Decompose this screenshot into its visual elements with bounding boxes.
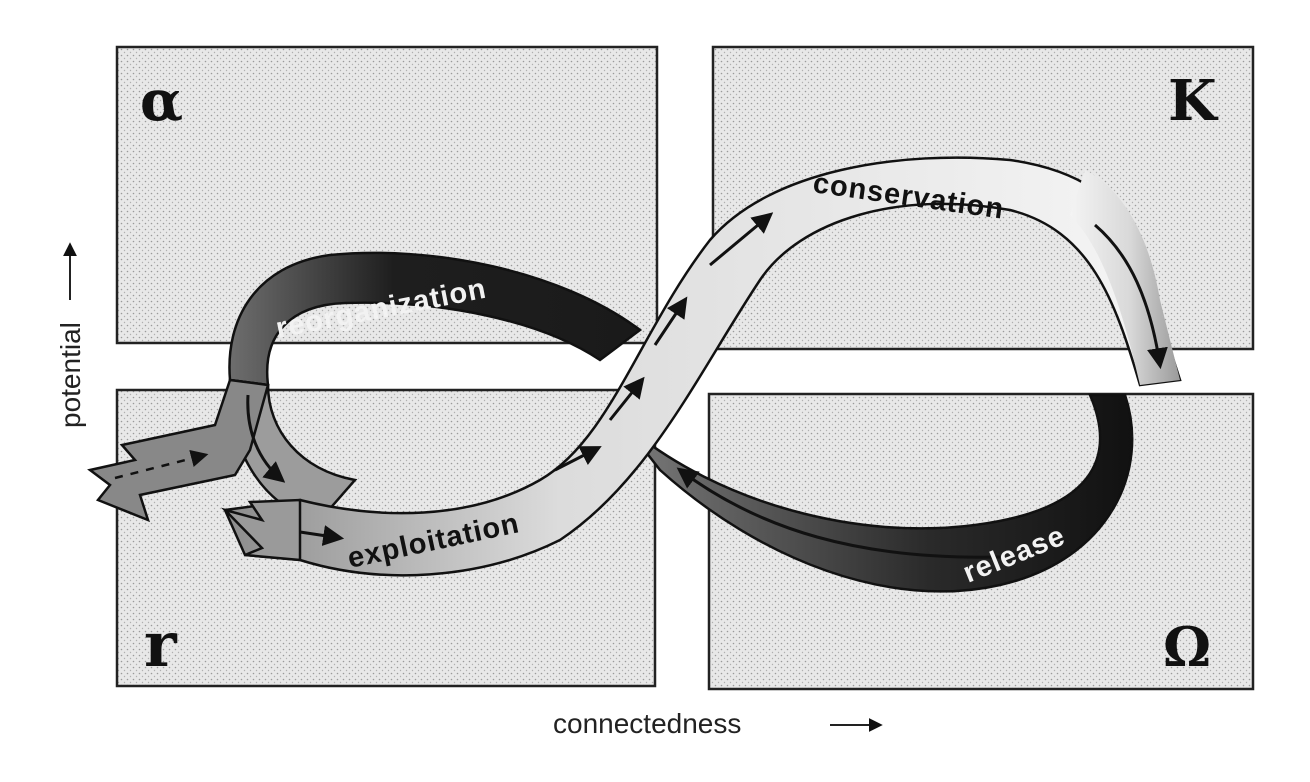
- ascent-arrow-4: [709, 212, 774, 267]
- conservation-arrow: [1094, 223, 1168, 370]
- exploitation-band: [223, 156, 1182, 577]
- exploitation-arrows: [299, 525, 345, 546]
- reorg-arrow: [246, 394, 286, 483]
- k-letter: K: [1168, 68, 1219, 134]
- release-arrow: [676, 467, 1001, 559]
- release-band: [624, 393, 1134, 593]
- ascent-arrow-1: [554, 446, 602, 472]
- y-axis-label: potential: [55, 322, 86, 428]
- ascent-arrow-3: [653, 296, 688, 346]
- ascent-arrow-2: [608, 376, 645, 421]
- alpha-letter: α: [140, 68, 183, 134]
- lower-tail-arrow: [220, 498, 302, 562]
- inflow-arrow: [87, 378, 270, 523]
- omega-letter: Ω: [1163, 615, 1211, 679]
- r-letter: r: [144, 608, 178, 681]
- x-axis-label: connectedness: [553, 708, 741, 739]
